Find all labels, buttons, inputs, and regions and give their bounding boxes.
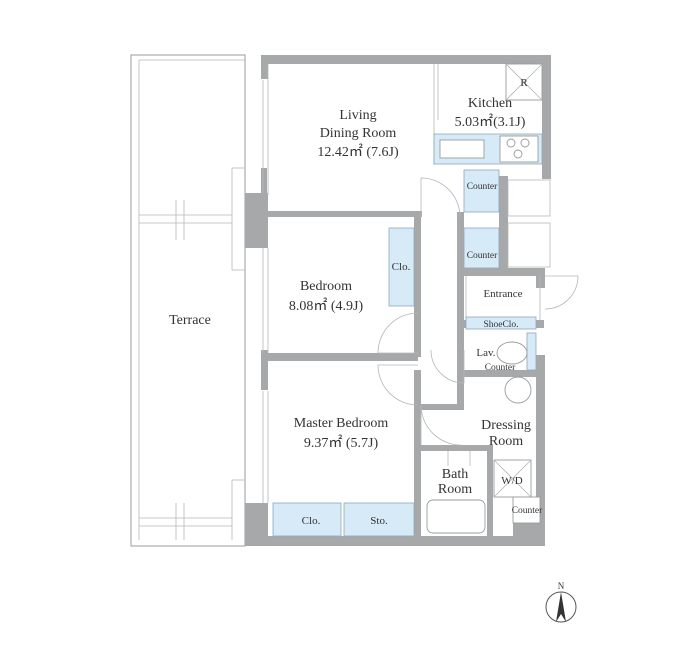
- kitchen-label: Kitchen: [468, 96, 512, 111]
- fixtures: [272, 63, 543, 537]
- terrace-label: Terrace: [169, 313, 211, 328]
- bath-label-2: Room: [438, 482, 472, 497]
- dressing-counter: [512, 496, 541, 524]
- living-label-2: Dining Room: [320, 126, 397, 141]
- washer-drum: [504, 376, 532, 404]
- counter-lower: [463, 227, 500, 269]
- living-label-1: Living: [339, 108, 376, 123]
- north-label: N: [558, 581, 565, 591]
- room-labels: Living Dining Room 12.42㎡ (7.6J) Kitchen…: [169, 77, 531, 497]
- counter-upper: [463, 169, 500, 213]
- kitchen-area: 5.03㎡(3.1J): [455, 114, 526, 130]
- master-closet: [272, 502, 342, 537]
- entrance-label: Entrance: [483, 288, 522, 300]
- lav-basin: [496, 341, 528, 365]
- master-storage: [343, 502, 415, 537]
- master-label: Master Bedroom: [294, 416, 389, 431]
- bedroom-closet: [388, 227, 415, 307]
- lav-label: Lav.: [476, 347, 495, 359]
- dressing-label-1: Dressing: [481, 418, 531, 433]
- washer-dryer-label: W/D: [501, 475, 522, 487]
- lav-vanity: [526, 332, 537, 371]
- bath-label-1: Bath: [442, 467, 468, 482]
- bedroom-area: 8.08㎡ (4.9J): [289, 298, 364, 314]
- counter-label-1: Counter: [467, 182, 498, 192]
- dressing-label-2: Room: [489, 434, 523, 449]
- counter-label-2: Counter: [467, 251, 498, 261]
- counter-label-4: Counter: [512, 506, 543, 516]
- storage-label: Sto.: [370, 515, 388, 527]
- bathtub: [426, 499, 486, 534]
- fridge-label: R: [520, 77, 528, 89]
- bedroom-closet-label: Clo.: [392, 261, 411, 273]
- counter-label-3: Counter: [485, 363, 516, 373]
- north-arrow-icon: N: [545, 581, 577, 623]
- kitchen-sink: [439, 139, 485, 159]
- walls: [245, 55, 551, 546]
- shoe-closet: [465, 316, 537, 330]
- bedroom-label: Bedroom: [300, 279, 352, 294]
- master-area: 9.37㎡ (5.7J): [304, 435, 379, 451]
- master-closet-label: Clo.: [302, 515, 321, 527]
- terrace-area: [130, 54, 246, 547]
- living-area: 12.42㎡ (7.6J): [317, 144, 399, 160]
- door-swings: [377, 177, 579, 466]
- fixture-labels: Counter Counter Counter Counter Clo. Clo…: [302, 182, 543, 527]
- shoe-closet-label: ShoeClo.: [483, 320, 518, 330]
